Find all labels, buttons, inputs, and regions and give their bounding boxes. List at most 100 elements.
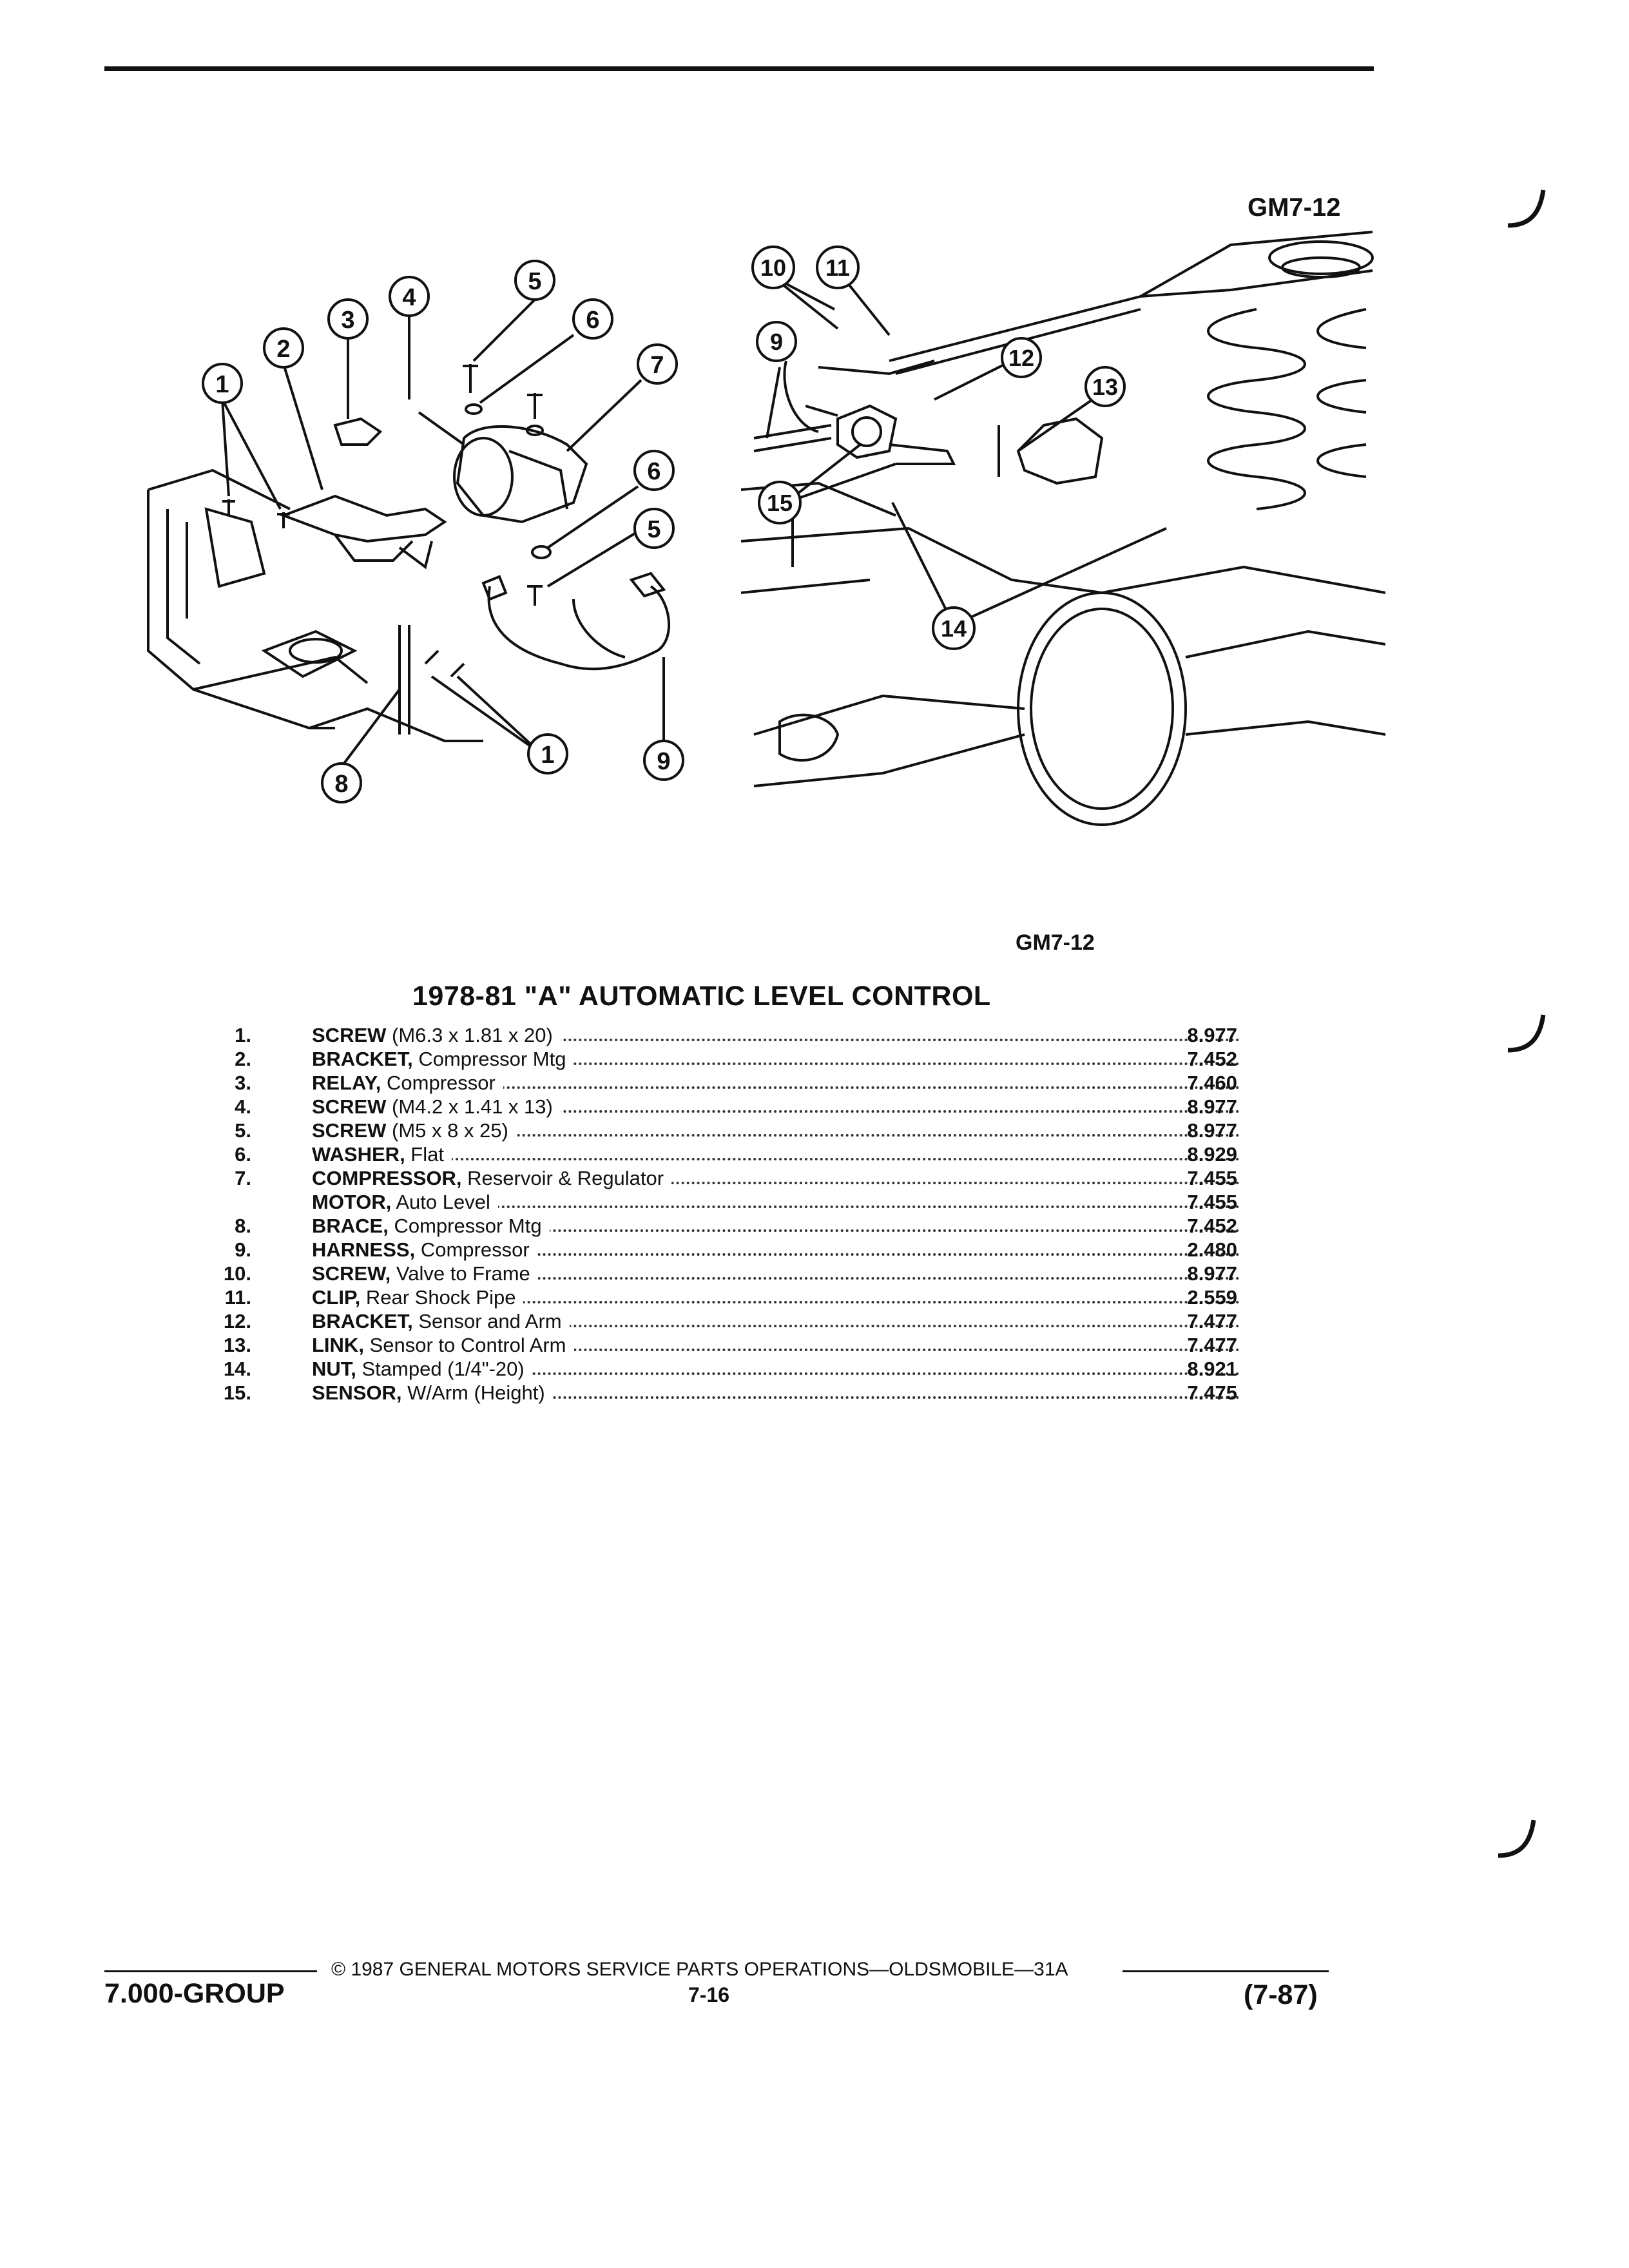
scan-mark-3 xyxy=(1498,1820,1536,1858)
part-code: 7.477 xyxy=(1187,1334,1237,1356)
svg-text:14: 14 xyxy=(941,615,967,642)
dot-leader xyxy=(312,1214,1240,1238)
dot-leader xyxy=(312,1333,1240,1357)
part-label: SCREW (M4.2 x 1.41 x 13) xyxy=(312,1095,1240,1119)
illustration-rear-suspension: 10 11 9 12 13 15 14 xyxy=(741,231,1385,826)
part-detail: Reservoir & Regulator xyxy=(461,1167,664,1189)
part-detail: Sensor to Control Arm xyxy=(363,1334,566,1356)
part-label: BRACE, Compressor Mtg xyxy=(312,1214,1240,1238)
section-title: 1978-81 "A" AUTOMATIC LEVEL CONTROL xyxy=(412,981,991,1012)
part-number: 2. xyxy=(235,1048,251,1070)
callout-6-lower: 6 xyxy=(633,450,675,491)
part-number: 7. xyxy=(235,1167,251,1189)
top-rule xyxy=(104,66,1374,71)
callout-6-upper: 6 xyxy=(572,298,613,340)
part-detail: Compressor xyxy=(381,1072,496,1094)
part-row: 14.NUT, Stamped (1/4"-20)8.921 xyxy=(168,1357,1240,1381)
part-name: LINK, xyxy=(312,1334,364,1356)
part-detail: Compressor Mtg xyxy=(412,1048,566,1070)
dot-leader xyxy=(312,1381,1240,1405)
part-label: BRACKET, Compressor Mtg xyxy=(312,1047,1240,1071)
svg-text:8: 8 xyxy=(334,771,348,798)
footer-rule-left xyxy=(104,1970,317,1972)
svg-text:6: 6 xyxy=(586,307,599,334)
part-detail: (M4.2 x 1.41 x 13) xyxy=(386,1095,553,1118)
part-name: RELAY, xyxy=(312,1072,381,1094)
callout-3: 3 xyxy=(327,298,369,340)
footer-copyright: © 1987 GENERAL MOTORS SERVICE PARTS OPER… xyxy=(331,1959,1068,1980)
part-label: RELAY, Compressor xyxy=(312,1071,1240,1095)
part-number: 14. xyxy=(223,1358,251,1380)
callout-9-right: 9 xyxy=(756,321,797,362)
part-number: 13. xyxy=(223,1334,251,1356)
dot-leader xyxy=(312,1190,1240,1214)
callout-4: 4 xyxy=(389,276,430,317)
illustration-compressor: 1 2 3 4 5 6 7 6 5 1 8 9 xyxy=(147,260,684,803)
dot-leader xyxy=(312,1071,1240,1095)
part-detail: (M6.3 x 1.81 x 20) xyxy=(386,1024,553,1046)
dot-leader xyxy=(312,1095,1240,1119)
part-code: 7.460 xyxy=(1187,1072,1237,1094)
dot-leader xyxy=(312,1023,1240,1047)
svg-text:9: 9 xyxy=(770,329,783,355)
figure-code-top: GM7-12 xyxy=(1248,193,1341,222)
part-code: 8.977 xyxy=(1187,1262,1237,1285)
part-number: 3. xyxy=(235,1072,251,1094)
part-number: 8. xyxy=(235,1215,251,1237)
part-code: 2.480 xyxy=(1187,1238,1237,1261)
part-label: LINK, Sensor to Control Arm xyxy=(312,1333,1240,1357)
part-code: 2.559 xyxy=(1187,1286,1237,1309)
dot-leader xyxy=(312,1309,1240,1333)
part-name: BRACKET, xyxy=(312,1310,413,1332)
part-label: SCREW (M6.3 x 1.81 x 20) xyxy=(312,1023,1240,1047)
svg-text:11: 11 xyxy=(825,255,850,281)
part-detail: Stamped (1/4"-20) xyxy=(356,1358,525,1380)
part-code: 7.455 xyxy=(1187,1167,1237,1189)
dot-leader xyxy=(312,1285,1240,1309)
part-number: 11. xyxy=(224,1286,251,1309)
part-code: 8.977 xyxy=(1187,1024,1237,1046)
svg-text:1: 1 xyxy=(215,371,229,398)
part-row: 15.SENSOR, W/Arm (Height)7.475 xyxy=(168,1381,1240,1405)
svg-text:12: 12 xyxy=(1008,345,1034,371)
part-row: 1.SCREW (M6.3 x 1.81 x 20)8.977 xyxy=(168,1023,1240,1047)
svg-text:4: 4 xyxy=(402,284,416,311)
callout-13: 13 xyxy=(1084,366,1126,407)
svg-text:2: 2 xyxy=(276,336,290,363)
svg-text:5: 5 xyxy=(528,268,541,295)
callout-9-left: 9 xyxy=(643,740,684,781)
callout-11: 11 xyxy=(816,245,860,289)
revision-date: (7-87) xyxy=(1244,1979,1318,2010)
part-label: COMPRESSOR, Reservoir & Regulator xyxy=(312,1166,1240,1190)
callout-5-upper: 5 xyxy=(514,260,555,301)
part-label: SCREW (M5 x 8 x 25) xyxy=(312,1119,1240,1142)
svg-text:7: 7 xyxy=(650,352,664,379)
scan-mark-1 xyxy=(1507,189,1546,228)
part-label: SENSOR, W/Arm (Height) xyxy=(312,1381,1240,1405)
part-code: 8.921 xyxy=(1187,1358,1237,1380)
part-code: 8.977 xyxy=(1187,1095,1237,1118)
part-label: CLIP, Rear Shock Pipe xyxy=(312,1285,1240,1309)
dot-leader xyxy=(312,1119,1240,1142)
callout-5-lower: 5 xyxy=(633,508,675,549)
callout-7: 7 xyxy=(637,343,678,385)
callout-10: 10 xyxy=(751,245,795,289)
part-detail: Flat xyxy=(405,1143,444,1166)
part-detail: Compressor Mtg xyxy=(388,1215,542,1237)
part-name: BRACE, xyxy=(312,1215,389,1237)
part-detail: Valve to Frame xyxy=(390,1262,530,1285)
svg-text:3: 3 xyxy=(341,307,354,334)
svg-text:1: 1 xyxy=(541,742,554,769)
part-detail: (M5 x 8 x 25) xyxy=(386,1119,508,1142)
part-number: 12. xyxy=(223,1310,251,1332)
callout-1-upper: 1 xyxy=(202,363,243,404)
